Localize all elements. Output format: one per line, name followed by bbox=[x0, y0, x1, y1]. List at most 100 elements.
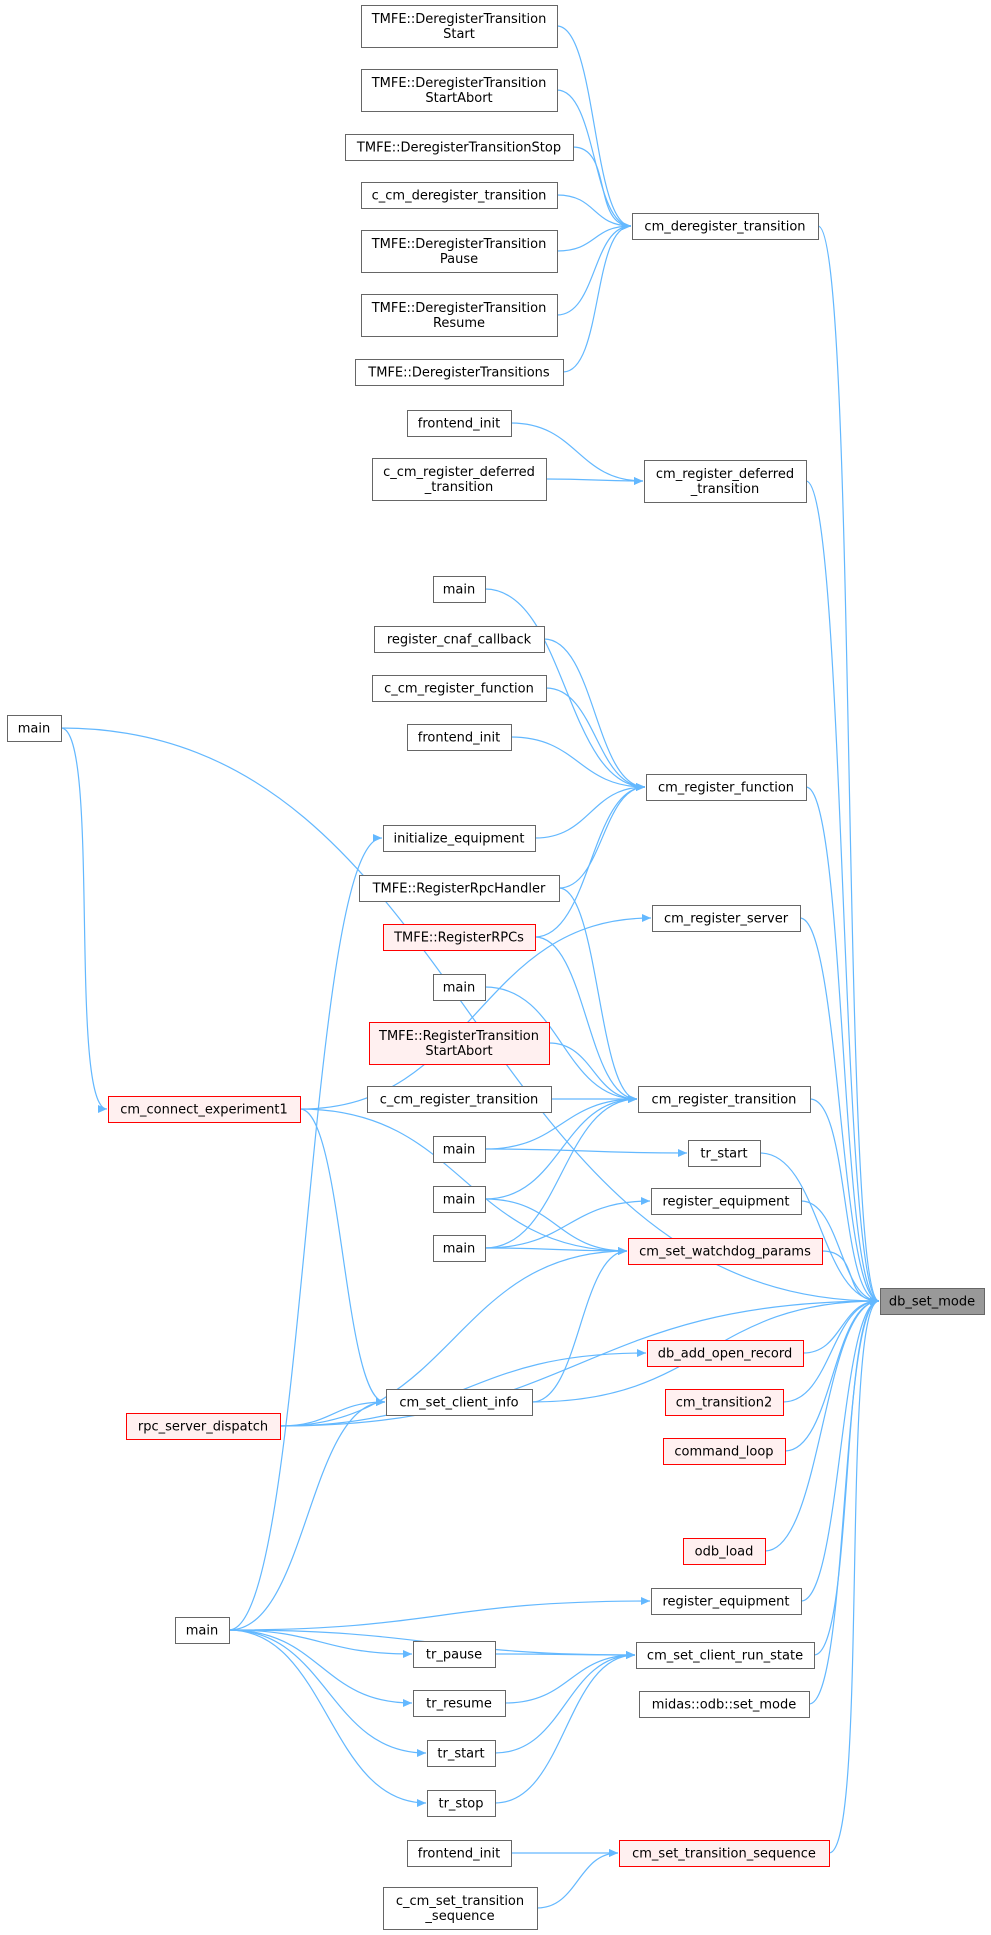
node-label: Pause bbox=[440, 252, 478, 267]
node-dereg-all[interactable]: TMFE::DeregisterTransitions bbox=[355, 359, 564, 386]
node-frontend-init1[interactable]: frontend_init bbox=[407, 410, 512, 437]
node-box bbox=[361, 294, 558, 337]
node-c-cm-dereg[interactable]: c_cm_deregister_transition bbox=[361, 182, 558, 209]
node-init-equip[interactable]: initialize_equipment bbox=[383, 825, 536, 852]
node-label: odb_load bbox=[695, 1545, 754, 1560]
node-label: tr_start bbox=[700, 1147, 747, 1162]
edge-cm_reg_deferred-to-db_set_mode bbox=[805, 480, 880, 1305]
node-cm-set-client-run[interactable]: cm_set_client_run_state bbox=[636, 1642, 815, 1669]
edge-main3-to-cm_reg_trans bbox=[484, 1095, 638, 1150]
edge-reg_rpcs-to-cm_reg_func bbox=[534, 783, 646, 938]
node-reg-rpc-handler[interactable]: TMFE::RegisterRpcHandler bbox=[359, 875, 560, 902]
edge-c_cm_set_trans_seq-to-cm_set_trans_seq bbox=[536, 1849, 619, 1909]
node-reg-equip2[interactable]: register_equipment bbox=[651, 1588, 802, 1615]
node-label: main bbox=[443, 1242, 475, 1257]
node-tr-start1[interactable]: tr_start bbox=[688, 1140, 761, 1167]
node-box bbox=[433, 1186, 486, 1213]
node-command-loop[interactable]: command_loop bbox=[663, 1438, 786, 1465]
edge-dereg_start-to-cm_dereg bbox=[556, 25, 632, 230]
node-cm-transition2[interactable]: cm_transition2 bbox=[665, 1389, 784, 1416]
node-frontend-init3[interactable]: frontend_init bbox=[407, 1840, 512, 1867]
node-c-cm-reg-func[interactable]: c_cm_register_function bbox=[372, 675, 547, 702]
node-cm-reg-func[interactable]: cm_register_function bbox=[646, 774, 807, 801]
node-box bbox=[361, 182, 558, 209]
node-label: main bbox=[186, 1624, 218, 1639]
node-cm-reg-deferred[interactable]: cm_register_deferred_transition bbox=[644, 460, 807, 503]
node-rpc-server-dispatch[interactable]: rpc_server_dispatch bbox=[126, 1413, 281, 1440]
node-box bbox=[646, 774, 807, 801]
node-label: TMFE::RegisterTransition bbox=[378, 1029, 539, 1044]
node-cm-set-watchdog[interactable]: cm_set_watchdog_params bbox=[628, 1238, 823, 1265]
edge-dereg_stop-to-cm_dereg bbox=[572, 146, 632, 230]
node-frontend-init2[interactable]: frontend_init bbox=[407, 724, 512, 751]
node-label: command_loop bbox=[674, 1445, 773, 1460]
node-cm-connect-exp1[interactable]: cm_connect_experiment1 bbox=[108, 1096, 301, 1123]
nodes-layer: db_set_mode TMFE::DeregisterTransitionSta… bbox=[7, 5, 985, 1930]
node-label: main bbox=[18, 722, 50, 737]
node-box bbox=[386, 1389, 533, 1416]
node-main1[interactable]: main bbox=[433, 576, 486, 603]
node-c-cm-set-trans-seq[interactable]: c_cm_set_transition_sequence bbox=[383, 1887, 538, 1930]
node-midas-set-mode[interactable]: midas::odb::set_mode bbox=[639, 1691, 810, 1718]
edge-tr_start2-to-cm_set_client_run bbox=[494, 1651, 636, 1754]
node-main4[interactable]: main bbox=[433, 1186, 486, 1213]
node-cm-set-trans-seq[interactable]: cm_set_transition_sequence bbox=[619, 1840, 830, 1867]
edge-dereg_startabort-to-cm_dereg bbox=[556, 89, 632, 230]
node-main2[interactable]: main bbox=[433, 974, 486, 1001]
node-label: main bbox=[443, 981, 475, 996]
node-reg-rpcs[interactable]: TMFE::RegisterRPCs bbox=[383, 924, 536, 951]
node-reg-equip1[interactable]: register_equipment bbox=[651, 1188, 802, 1215]
edge-main2-to-cm_reg_trans bbox=[484, 986, 638, 1103]
node-cm-reg-trans[interactable]: cm_register_transition bbox=[638, 1086, 811, 1113]
node-main5[interactable]: main bbox=[433, 1235, 486, 1262]
node-label: TMFE::DeregisterTransition bbox=[371, 12, 547, 27]
node-label: cm_transition2 bbox=[676, 1396, 773, 1411]
node-box bbox=[683, 1538, 766, 1565]
node-box bbox=[639, 1691, 810, 1718]
node-odb-load[interactable]: odb_load bbox=[683, 1538, 766, 1565]
node-tr-pause[interactable]: tr_pause bbox=[413, 1641, 496, 1668]
node-box bbox=[413, 1641, 496, 1668]
node-tr-stop[interactable]: tr_stop bbox=[427, 1790, 496, 1817]
node-main-left[interactable]: main bbox=[7, 715, 62, 742]
node-c-cm-reg-trans[interactable]: c_cm_register_transition bbox=[367, 1086, 552, 1113]
node-reg-cnaf[interactable]: register_cnaf_callback bbox=[374, 626, 545, 653]
node-label: cm_register_function bbox=[658, 781, 794, 796]
node-box bbox=[427, 1740, 496, 1767]
edge-reg_equip2-to-db_set_mode bbox=[800, 1297, 880, 1602]
node-label: cm_register_transition bbox=[652, 1093, 797, 1108]
edge-rpc_server_dispatch-to-cm_set_watchdog bbox=[279, 1247, 628, 1427]
node-cm-dereg[interactable]: cm_deregister_transition bbox=[632, 213, 819, 240]
node-box bbox=[372, 458, 547, 501]
node-tr-start2[interactable]: tr_start bbox=[427, 1740, 496, 1767]
node-label: TMFE::RegisterRPCs bbox=[393, 931, 524, 946]
edge-main_bottom-to-tr_pause bbox=[228, 1629, 413, 1658]
node-label: tr_pause bbox=[426, 1648, 482, 1663]
node-db-add-open[interactable]: db_add_open_record bbox=[647, 1340, 804, 1367]
edge-reg_rpc_handler-to-cm_reg_trans bbox=[558, 887, 638, 1103]
edge-reg_trans_startabort-to-cm_reg_trans bbox=[548, 1042, 638, 1103]
node-label: TMFE::DeregisterTransitionStop bbox=[356, 141, 561, 156]
edge-main_left-to-cm_connect_exp1 bbox=[60, 727, 108, 1113]
edge-dereg_resume-to-cm_dereg bbox=[556, 222, 632, 316]
node-label: _transition bbox=[690, 482, 759, 497]
node-box bbox=[413, 1690, 506, 1717]
node-cm-reg-server[interactable]: cm_register_server bbox=[652, 905, 801, 932]
node-main3[interactable]: main bbox=[433, 1136, 486, 1163]
node-cm-set-client-info[interactable]: cm_set_client_info bbox=[386, 1389, 533, 1416]
node-box bbox=[647, 1340, 804, 1367]
edge-cm_reg_server-to-db_set_mode bbox=[799, 917, 880, 1305]
node-main-bottom[interactable]: main bbox=[175, 1617, 230, 1644]
node-box bbox=[383, 1887, 538, 1930]
node-tr-resume[interactable]: tr_resume bbox=[413, 1690, 506, 1717]
node-db-set-mode[interactable]: db_set_mode bbox=[880, 1288, 985, 1315]
edge-cm_set_trans_seq-to-db_set_mode bbox=[828, 1297, 880, 1854]
node-c-cm-reg-deferred[interactable]: c_cm_register_deferred_transition bbox=[372, 458, 547, 501]
node-dereg-stop[interactable]: TMFE::DeregisterTransitionStop bbox=[345, 134, 574, 161]
edge-dereg_pause-to-cm_dereg bbox=[556, 222, 632, 252]
